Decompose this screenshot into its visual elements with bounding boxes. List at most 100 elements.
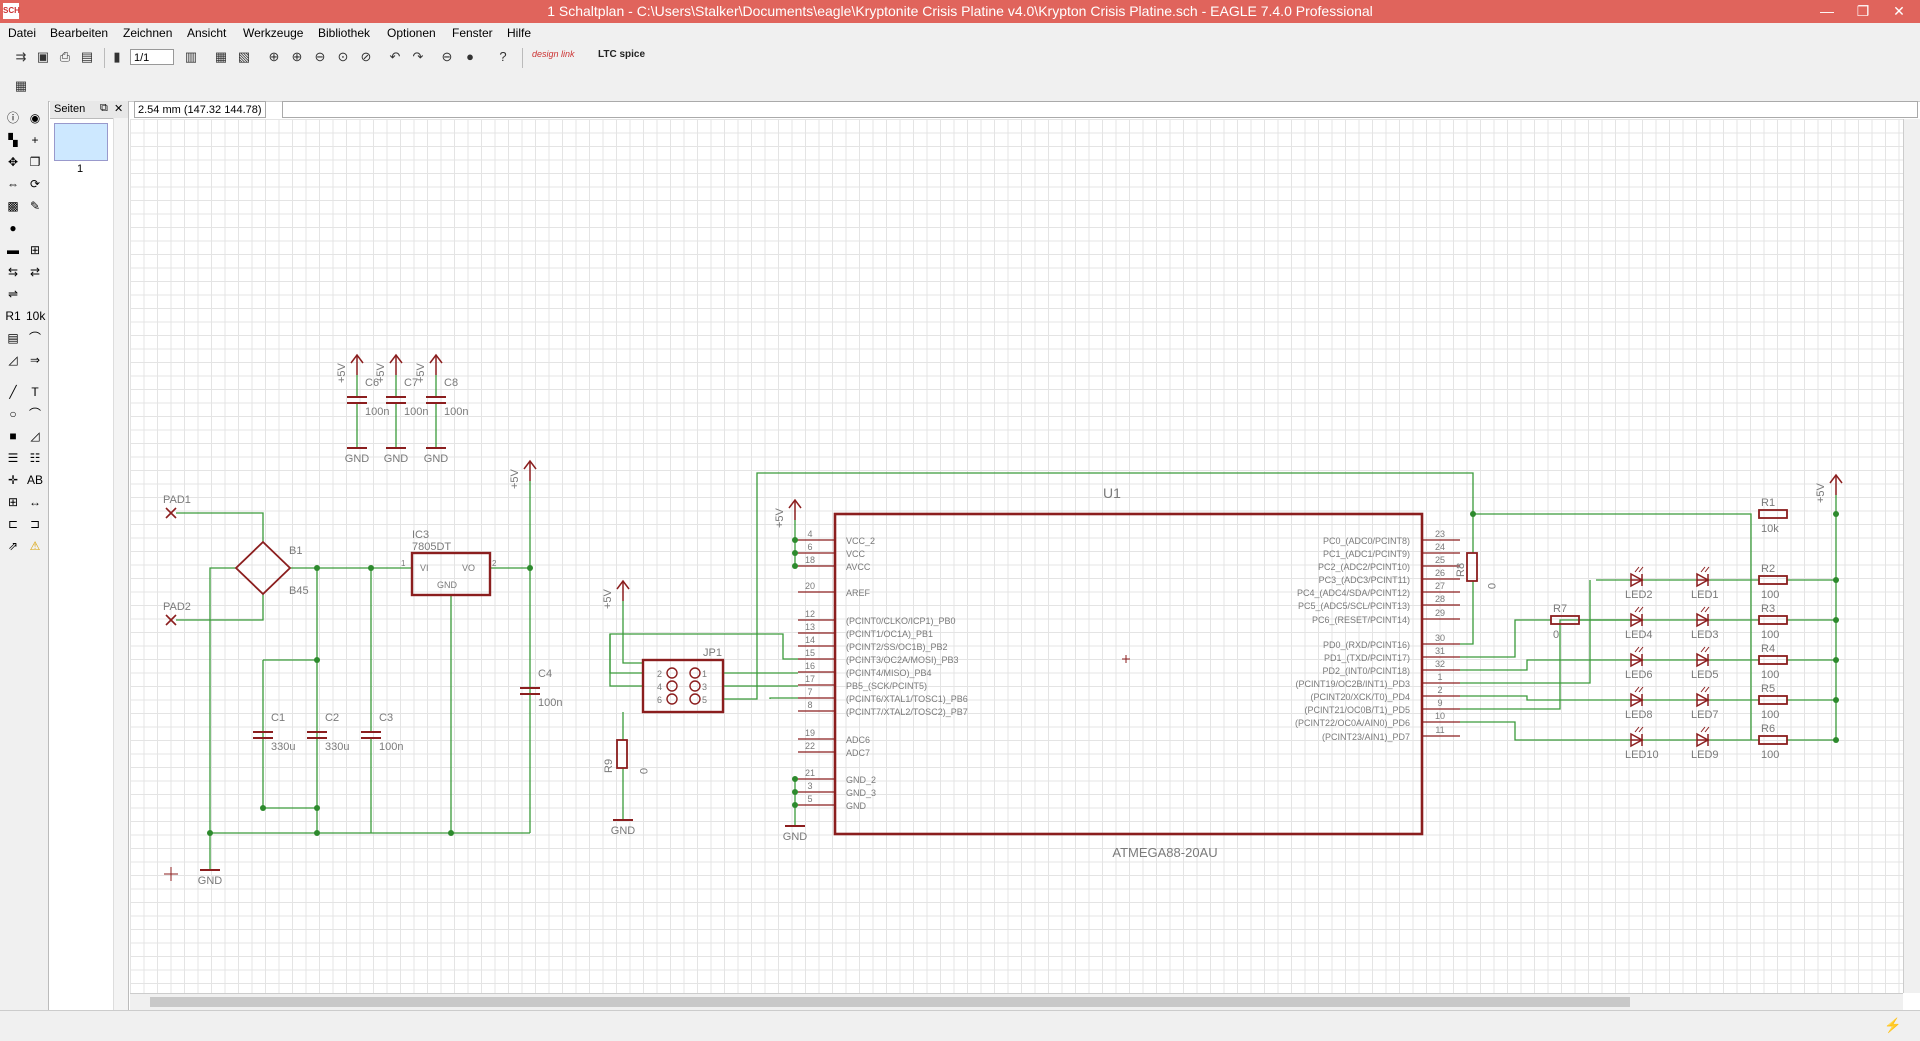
circle-icon[interactable]: ○	[9, 407, 17, 421]
sheet-select[interactable]: 1/1	[130, 49, 174, 65]
smash-icon[interactable]: ▤	[7, 331, 19, 345]
menu-fenster[interactable]: Fenster	[452, 26, 493, 40]
cam-icon[interactable]: ▤	[80, 49, 94, 64]
polygon-icon[interactable]: ◿	[30, 429, 40, 443]
design-link-button[interactable]: design link	[532, 49, 575, 59]
copy-icon[interactable]: ❐	[29, 155, 41, 169]
u1-pin-number: 17	[805, 674, 815, 684]
menu-bearbeiten[interactable]: Bearbeiten	[50, 26, 109, 40]
show-icon[interactable]: ◉	[29, 111, 41, 125]
print-icon[interactable]: ⎙	[59, 49, 71, 64]
zoom-out-icon[interactable]: ⊖	[314, 49, 326, 64]
command-line[interactable]	[282, 101, 1918, 118]
text-icon[interactable]: T	[31, 385, 39, 399]
display-icon[interactable]: ▚	[8, 133, 18, 147]
zoom-fit-icon[interactable]: ⊕	[268, 49, 280, 64]
errors-icon[interactable]: ⚠	[29, 539, 41, 553]
vertical-scrollbar[interactable]	[1903, 119, 1920, 993]
net-wire	[622, 601, 643, 664]
help-icon[interactable]: ?	[499, 49, 507, 64]
resistor-name: R4	[1761, 643, 1775, 655]
name-icon[interactable]: R1	[5, 309, 21, 323]
erc-run-icon[interactable]: ⇗	[7, 539, 19, 553]
menu-bar: Datei Bearbeiten Zeichnen Ansicht Werkze…	[0, 23, 1920, 43]
wire-icon[interactable]: ╱	[9, 385, 17, 399]
value-icon[interactable]: 10k	[26, 309, 46, 323]
pages-tab[interactable]: Seiten	[54, 103, 86, 115]
invoke-icon[interactable]: ⇒	[29, 353, 41, 367]
grid-icon[interactable]: ▦	[14, 78, 28, 93]
bridge-name: B1	[289, 545, 302, 557]
mirror-icon[interactable]: ⇔	[7, 177, 19, 191]
mark-icon[interactable]: +	[31, 133, 39, 147]
save-icon[interactable]: ▣	[36, 49, 50, 64]
move-icon[interactable]: ✥	[7, 155, 19, 169]
erc-icon[interactable]: ▧	[237, 49, 251, 64]
net-icon[interactable]: ☷	[29, 451, 41, 465]
menu-bibliothek[interactable]: Bibliothek	[318, 26, 371, 40]
led-name: LED10	[1625, 749, 1659, 761]
minimize-button[interactable]: —	[1820, 3, 1834, 19]
attribute-icon[interactable]: ⊞	[7, 495, 19, 509]
split-icon[interactable]: ◿	[8, 353, 18, 367]
menu-werkzeuge[interactable]: Werkzeuge	[243, 26, 304, 40]
menu-ansicht[interactable]: Ansicht	[187, 26, 227, 40]
open-icon[interactable]: ⇉	[15, 49, 27, 64]
menu-datei[interactable]: Datei	[8, 26, 37, 40]
header-pin-number: 1	[702, 669, 707, 679]
u1-pin-number: 18	[805, 555, 815, 565]
pages-scrollbar[interactable]	[113, 118, 128, 1010]
board-switch-icon[interactable]: ▮	[113, 49, 121, 64]
cap-value: 330u	[325, 741, 349, 753]
symbol-body	[833, 512, 1424, 836]
restore-button[interactable]: ❐	[1856, 3, 1870, 19]
zoom-redraw-icon[interactable]: ⊙	[337, 49, 349, 64]
go-icon[interactable]: ●	[466, 49, 474, 64]
gnd-label: GND	[345, 453, 370, 465]
label-icon[interactable]: AB	[26, 473, 43, 487]
cap-name: C8	[444, 377, 458, 389]
undock-icon[interactable]: ⧉	[100, 102, 108, 114]
header-pin-number: 6	[657, 695, 662, 705]
run-ulp-icon[interactable]: ▦	[214, 49, 228, 64]
delete-icon[interactable]: ▬	[7, 243, 19, 257]
bus-icon[interactable]: ☰	[7, 451, 19, 465]
redo-icon[interactable]: ↷	[412, 49, 424, 64]
supply-arrow	[350, 353, 364, 364]
ltc-spice-button[interactable]: LTC spice	[598, 49, 646, 60]
script-icon[interactable]: ▥	[184, 49, 198, 64]
stop-icon[interactable]: ⊖	[441, 49, 453, 64]
module-icon[interactable]: ⊐	[29, 517, 41, 531]
arc-icon[interactable]: ⌒	[28, 407, 41, 421]
info-icon[interactable]: ⓘ	[6, 111, 19, 125]
led-name: LED3	[1691, 629, 1719, 641]
dimension-icon[interactable]: ↔	[29, 495, 41, 509]
gateswap-icon[interactable]: ⇄	[29, 265, 41, 279]
rect-icon[interactable]: ■	[9, 429, 17, 443]
r8-value: 0	[1485, 583, 1497, 589]
cap-value: 100n	[444, 406, 468, 418]
pinswap-icon[interactable]: ⇆	[7, 265, 19, 279]
menu-optionen[interactable]: Optionen	[387, 26, 436, 40]
menu-hilfe[interactable]: Hilfe	[507, 26, 532, 40]
junction-dot	[314, 657, 320, 663]
miter-icon[interactable]: ⌒	[28, 331, 41, 345]
frame-icon[interactable]: ⊏	[7, 517, 19, 531]
add-icon[interactable]: ⊞	[29, 243, 41, 257]
rotate-icon[interactable]: ⟳	[29, 177, 41, 191]
page-thumbnail[interactable]	[54, 123, 108, 161]
close-panel-icon[interactable]: ✕	[114, 103, 124, 115]
menu-zeichnen[interactable]: Zeichnen	[123, 26, 173, 40]
zoom-in-icon[interactable]: ⊕	[291, 49, 303, 64]
replace-icon[interactable]: ⇌	[7, 287, 19, 301]
junction-icon[interactable]: ✛	[7, 473, 19, 487]
paste-icon[interactable]: ●	[9, 221, 17, 235]
zoom-select-icon[interactable]: ⊘	[360, 49, 372, 64]
horizontal-scrollbar[interactable]	[130, 993, 1903, 1011]
change-icon[interactable]: ✎	[29, 199, 41, 213]
undo-icon[interactable]: ↶	[389, 49, 401, 64]
group-icon[interactable]: ▩	[7, 199, 19, 213]
horizontal-scroll-thumb[interactable]	[150, 997, 1630, 1007]
close-button[interactable]: ✕	[1893, 3, 1905, 19]
